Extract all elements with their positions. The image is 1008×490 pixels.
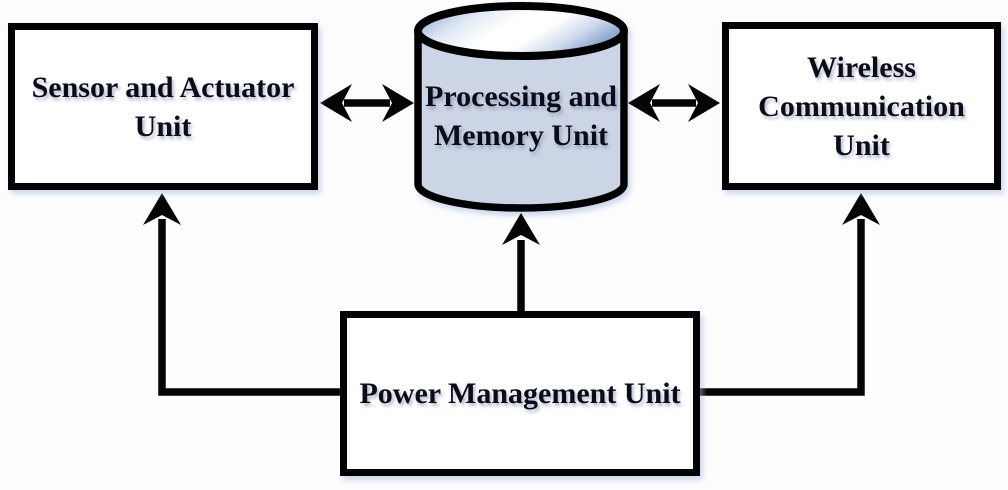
- edge-processing-wireless-double-arrow: [628, 84, 720, 122]
- node-sensor-actuator-unit: Sensor and Actuator Unit: [8, 23, 318, 190]
- edge-power-processing-arrow: [502, 213, 540, 314]
- node-processing-memory-label: Processing and Memory Unit: [425, 80, 617, 152]
- node-wireless-communication-label: Wireless Communication Unit: [758, 50, 965, 162]
- cylinder-body: [414, 31, 628, 212]
- cylinder-shape: [414, 2, 628, 212]
- node-processing-memory-unit: Processing and Memory Unit: [421, 42, 621, 190]
- edge-power-wireless-arrow: [697, 193, 880, 396]
- node-power-management-unit: Power Management Unit: [340, 311, 700, 476]
- cylinder-top-ellipse: [414, 2, 628, 60]
- node-power-management-label: Power Management Unit: [359, 377, 681, 410]
- edge-sensor-processing-double-arrow: [320, 84, 414, 122]
- node-wireless-communication-unit: Wireless Communication Unit: [722, 22, 1001, 190]
- node-sensor-actuator-label: Sensor and Actuator Unit: [31, 70, 295, 143]
- edge-power-sensor-arrow: [143, 193, 343, 396]
